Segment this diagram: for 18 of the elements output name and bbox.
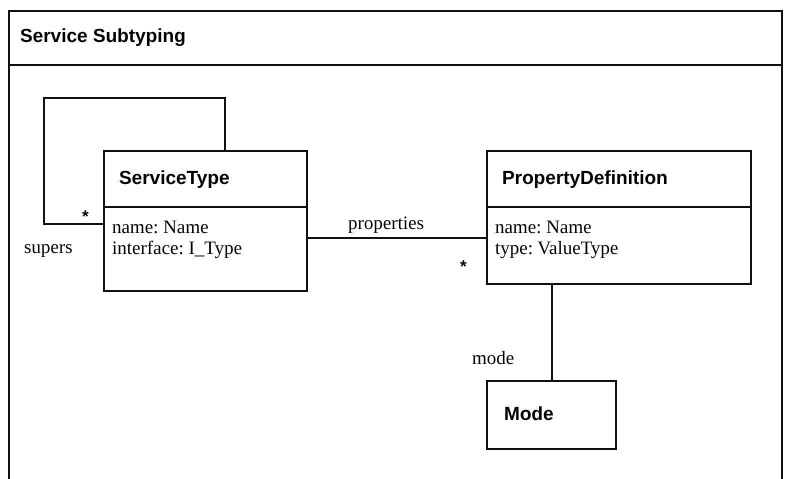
class-name: PropertyDefinition: [502, 168, 668, 190]
attribute: name: Name: [112, 217, 209, 238]
class-box: [103, 150, 308, 292]
class-name: ServiceType: [119, 168, 230, 190]
package-frame: [8, 10, 783, 479]
multiplicity-label: *: [82, 208, 89, 225]
role-label: properties: [348, 214, 424, 234]
attribute: name: Name: [495, 217, 592, 238]
class-box: [486, 380, 617, 450]
association-line: [308, 237, 486, 239]
class-box: [486, 150, 752, 285]
multiplicity-label: *: [460, 258, 467, 275]
attribute: type: ValueType: [495, 238, 618, 259]
attribute: interface: I_Type: [112, 238, 242, 259]
class-name: Mode: [504, 404, 554, 426]
association-line: [43, 97, 226, 225]
frame-title: Service Subtyping: [20, 26, 186, 48]
association-line: [551, 285, 553, 380]
